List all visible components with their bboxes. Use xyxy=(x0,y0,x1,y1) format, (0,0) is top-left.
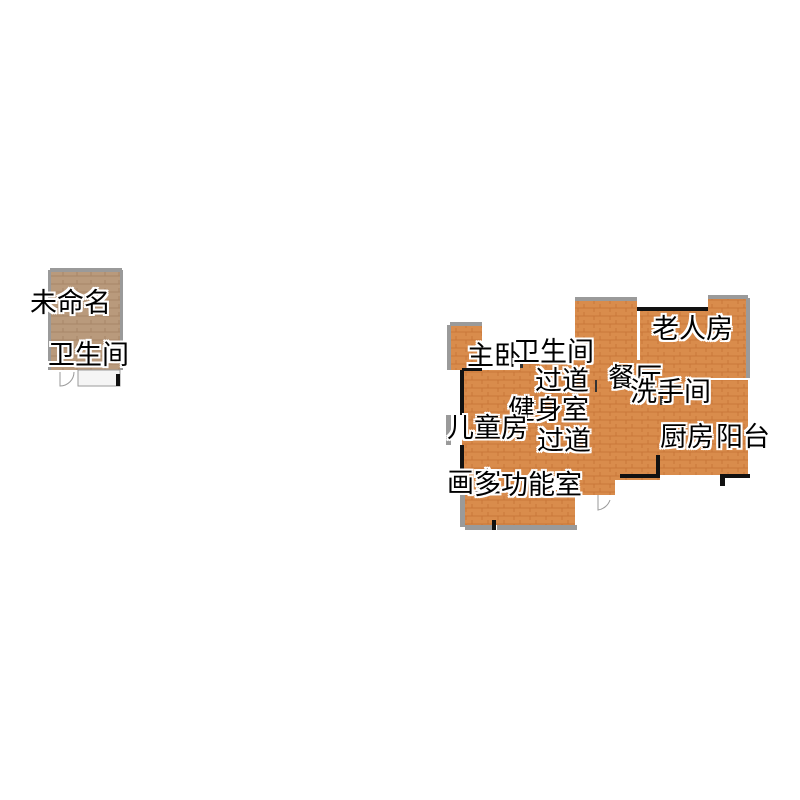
center-living-floor xyxy=(520,360,660,480)
small-unit-left-wall xyxy=(48,270,51,370)
east-floor xyxy=(660,380,748,475)
room-label-gym: 健身室 xyxy=(508,395,589,426)
room-label-kitchen: 厨房 xyxy=(660,422,714,453)
wall-north-bedroom xyxy=(462,368,482,371)
room-label-bathroom-small: 卫生间 xyxy=(48,340,129,371)
south-window-2 xyxy=(497,525,577,530)
wall-east-post xyxy=(656,455,660,477)
main-unit xyxy=(446,295,750,530)
west-window-2 xyxy=(446,415,451,445)
multi-room-floor xyxy=(495,490,575,525)
elder-room-balcony-floor xyxy=(708,298,748,378)
room-label-washroom: 洗手间 xyxy=(630,377,711,408)
small-unit-door-swing xyxy=(59,371,75,387)
room-label-elder-room: 老人房 xyxy=(652,314,733,345)
room-label-kids-room: 儿童房 xyxy=(447,413,528,444)
west-window-3 xyxy=(460,495,465,527)
small-unit-door-post xyxy=(116,374,120,386)
wall-north-elder xyxy=(637,307,708,311)
south-window-1 xyxy=(465,525,495,530)
small-unit xyxy=(48,268,123,387)
north-window-2 xyxy=(708,295,748,299)
small-unit-top-window xyxy=(50,268,122,272)
west-window-1 xyxy=(447,325,451,370)
room-label-corridor-2: 过道 xyxy=(537,426,591,457)
small-bathroom-floor xyxy=(77,369,121,387)
wall-kitchen-post xyxy=(720,474,725,486)
room-label-dining: 餐厅 xyxy=(608,363,662,394)
elder-room-floor xyxy=(640,310,710,380)
north-window-1 xyxy=(575,297,637,301)
wall-west-kids xyxy=(460,445,464,495)
room-label-studio: 画室 xyxy=(447,468,501,499)
north-window-3 xyxy=(450,322,482,326)
wall-interior-1 xyxy=(520,360,523,368)
bedroom-balcony-floor xyxy=(450,325,482,370)
room-label-master-bedroom: 主卧 xyxy=(467,341,521,372)
room-label-unnamed: 未命名 xyxy=(30,288,111,319)
room-label-bathroom: 卫生间 xyxy=(513,337,594,368)
wall-kitchen-south xyxy=(725,474,750,478)
south-floor xyxy=(575,470,615,495)
studio-floor xyxy=(465,495,495,525)
wall-interior-2 xyxy=(595,380,597,392)
small-unit-floor xyxy=(50,270,122,370)
wall-interior-3 xyxy=(660,385,663,405)
room-label-corridor-1: 过道 xyxy=(535,366,589,397)
small-unit-right-wall xyxy=(120,270,123,370)
entry-door-swing xyxy=(597,495,611,511)
wall-multi-post xyxy=(492,520,496,530)
room-label-multi-room: 多功能室 xyxy=(474,470,582,501)
wall-south-east xyxy=(620,474,660,478)
room-label-balcony: 阳台 xyxy=(716,422,770,453)
wall-west-main xyxy=(460,370,464,415)
east-window xyxy=(746,298,750,378)
